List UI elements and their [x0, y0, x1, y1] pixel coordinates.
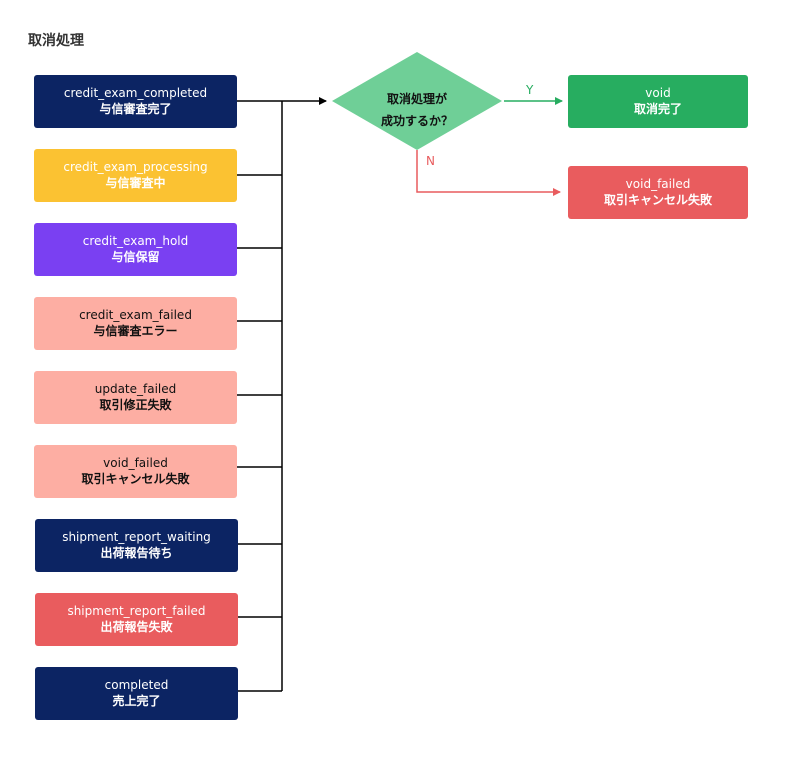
status-label: 与信審査エラー [93, 324, 178, 338]
status-label: 取引キャンセル失敗 [81, 472, 190, 486]
status-code: credit_exam_failed [79, 308, 192, 322]
status-box-shipment-report-failed: shipment_report_failed 出荷報告失敗 [35, 593, 238, 646]
status-box-credit-exam-completed: credit_exam_completed 与信審査完了 [34, 75, 237, 128]
decision-line-2: 成功するか？ [380, 114, 453, 128]
result-code: void_failed [625, 177, 691, 191]
result-label: 取消完了 [633, 102, 682, 116]
status-box-shipment-report-waiting: shipment_report_waiting 出荷報告待ち [35, 519, 238, 572]
result-box-void-failed: void_failed 取引キャンセル失敗 [568, 166, 748, 219]
status-code: credit_exam_processing [63, 160, 208, 174]
status-box-credit-exam-failed: credit_exam_failed 与信審査エラー [34, 297, 237, 350]
status-label: 与信保留 [111, 250, 160, 264]
status-label: 取引修正失敗 [99, 398, 172, 412]
status-label: 売上完了 [112, 694, 161, 708]
decision-line-1: 取消処理が [386, 92, 447, 106]
status-code: shipment_report_waiting [62, 530, 211, 544]
source-connectors [237, 100, 283, 692]
status-box-update-failed: update_failed 取引修正失敗 [34, 371, 237, 424]
status-label: 出荷報告失敗 [100, 620, 173, 634]
status-box-credit-exam-processing: credit_exam_processing 与信審査中 [34, 149, 237, 202]
result-label: 取引キャンセル失敗 [603, 193, 712, 207]
status-code: completed [104, 678, 169, 692]
status-label: 出荷報告待ち [100, 546, 173, 560]
decision-diamond [332, 52, 502, 150]
status-code: shipment_report_failed [67, 604, 206, 618]
status-code: void_failed [103, 456, 168, 470]
status-label: 与信審査完了 [99, 102, 172, 116]
no-label: N [426, 154, 435, 168]
status-code: update_failed [94, 382, 177, 396]
status-box-completed: completed 売上完了 [35, 667, 238, 720]
status-code: credit_exam_completed [63, 86, 208, 100]
result-box-void: void 取消完了 [568, 75, 748, 128]
diagram-title: 取消処理 [28, 33, 84, 49]
status-code: credit_exam_hold [82, 234, 189, 248]
status-box-void-failed: void_failed 取引キャンセル失敗 [34, 445, 237, 498]
status-label: 与信審査中 [105, 176, 166, 190]
yes-label: Y [526, 83, 534, 97]
no-arrow [416, 150, 561, 196]
result-code: void [645, 86, 671, 100]
decision-question: 取消処理が 成功するか？ [332, 72, 502, 148]
status-box-credit-exam-hold: credit_exam_hold 与信保留 [34, 223, 237, 276]
